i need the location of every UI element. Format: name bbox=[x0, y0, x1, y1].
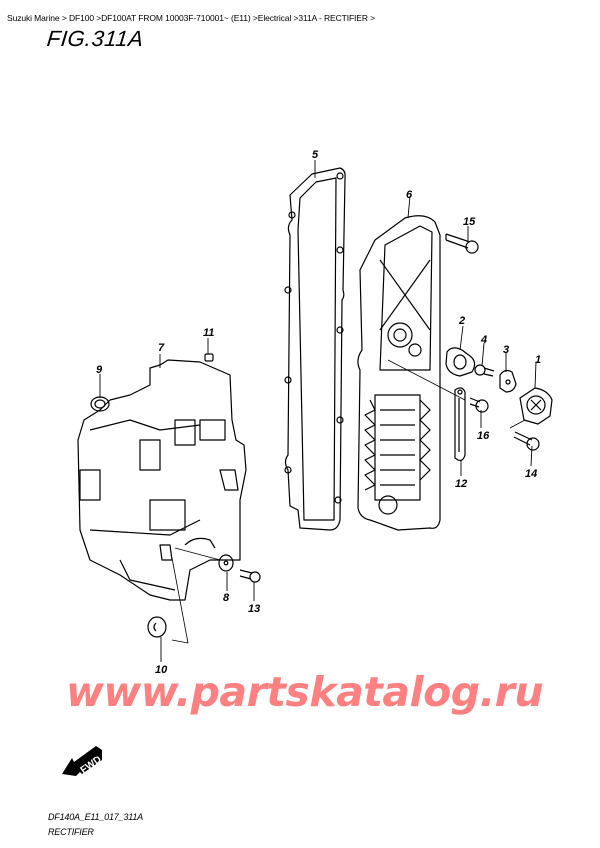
junction-box-part[interactable] bbox=[77, 359, 247, 601]
callout-15: 15 bbox=[463, 216, 476, 228]
callout-2: 2 bbox=[458, 315, 465, 327]
rectifier-cap-part[interactable] bbox=[509, 387, 553, 429]
grommet-10-part[interactable] bbox=[147, 557, 189, 644]
callout-4: 4 bbox=[480, 334, 487, 346]
callout-5: 5 bbox=[312, 149, 319, 161]
callout-6: 6 bbox=[406, 189, 413, 201]
watermark: www.partskatalog.ru bbox=[66, 668, 544, 716]
callout-13: 13 bbox=[248, 603, 260, 615]
washer-8-part[interactable] bbox=[174, 547, 234, 572]
bolt-16-part[interactable] bbox=[469, 397, 489, 413]
bolt-4-part[interactable] bbox=[474, 364, 495, 377]
figure-name: RECTIFIER bbox=[48, 827, 94, 837]
bolt-13-part[interactable] bbox=[239, 569, 261, 583]
callout-11: 11 bbox=[203, 327, 214, 339]
callout-7: 7 bbox=[158, 342, 165, 354]
callout-10: 10 bbox=[155, 664, 168, 676]
rectifier-case-part[interactable] bbox=[357, 215, 466, 531]
bracket-12-part[interactable] bbox=[454, 387, 466, 462]
breadcrumb[interactable]: Suzuki Marine > DF100 >DF100AT FROM 1000… bbox=[7, 13, 376, 23]
callout-16: 16 bbox=[477, 430, 490, 442]
callout-8: 8 bbox=[223, 592, 230, 604]
gasket-small-part[interactable] bbox=[445, 347, 476, 377]
callout-12: 12 bbox=[455, 478, 467, 490]
figure-code: DF140A_E11_017_311A bbox=[48, 812, 143, 822]
cap-11-part[interactable] bbox=[204, 353, 214, 362]
bolt-14-part[interactable] bbox=[513, 431, 540, 451]
callout-3: 3 bbox=[503, 344, 509, 356]
callout-9: 9 bbox=[96, 364, 103, 376]
bolt-15-part[interactable] bbox=[445, 233, 479, 254]
callout-1: 1 bbox=[535, 354, 541, 366]
callouts: 1 2 3 4 5 6 7 8 9 10 11 12 13 14 15 16 bbox=[96, 149, 541, 676]
callout-14: 14 bbox=[525, 468, 537, 480]
cap-3-part[interactable] bbox=[499, 369, 517, 393]
fwd-arrow-icon: FWD bbox=[62, 746, 104, 776]
gasket-large-part[interactable] bbox=[284, 167, 346, 531]
